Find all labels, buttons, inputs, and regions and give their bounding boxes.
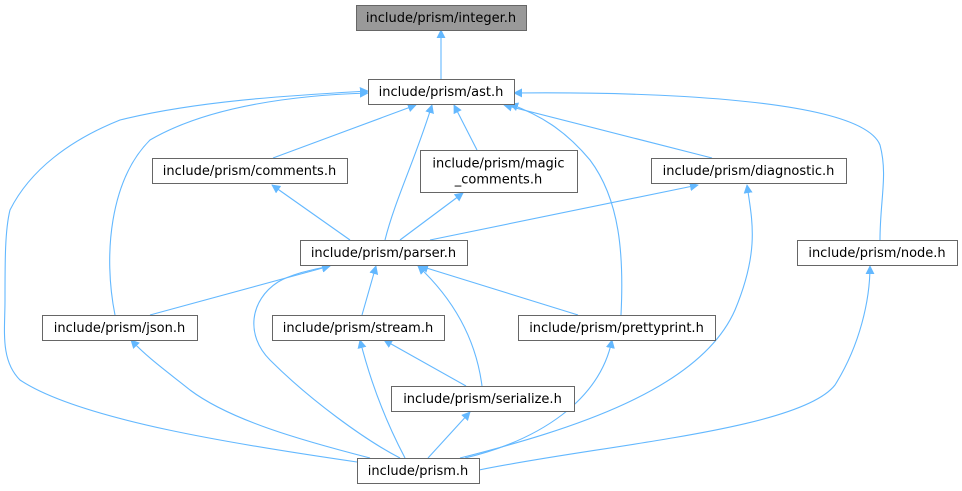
edge-json-to-parser [149,263,331,316]
edge-parser-to-magic [399,192,464,241]
nodes-layer: include/prism/integer.h include/prism/ast… [42,5,958,484]
node-box-parser [300,240,468,266]
node-label-magic-1: _comments.h [454,173,542,188]
edge-prism-to-diagnostic [459,184,753,459]
node-box-diagnostic [651,158,847,184]
node-prettyprint[interactable]: include/prism/prettyprint.h [518,315,716,341]
node-box-prism [357,458,480,484]
node-parser[interactable]: include/prism/parser.h [300,240,468,266]
node-box-node [797,240,958,266]
node-label-json: include/prism/json.h [54,321,185,336]
edge-json-to-ast [109,88,369,316]
edge-prism-to-serialize [427,411,471,459]
node-label-integer: include/prism/integer.h [366,11,516,26]
edge-prettyprint-to-parser [419,264,579,316]
node-box-stream [272,315,445,341]
node-box-comments [152,158,348,184]
node-prism[interactable]: include/prism.h [357,458,480,484]
edge-parser-to-diagnostic [429,182,699,241]
node-stream[interactable]: include/prism/stream.h [272,315,445,341]
node-label-parser: include/prism/parser.h [311,246,456,261]
edge-serialize-to-stream [383,339,467,387]
node-label-diagnostic: include/prism/diagnostic.h [663,164,835,179]
edge-magic-to-ast [453,104,478,151]
node-serialize[interactable]: include/prism/serialize.h [391,386,575,412]
node-label-ast: include/prism/ast.h [379,85,504,100]
edge-comments-to-ast [272,103,417,159]
node-label-prism: include/prism.h [368,464,469,479]
edges-layer [3,29,885,471]
edge-prism-to-ast [3,86,369,463]
node-box-magic [420,150,578,193]
edge-parser-to-ast [384,104,434,241]
node-label-serialize: include/prism/serialize.h [403,392,562,407]
edge-prettyprint-to-ast [509,102,623,316]
edge-stream-to-parser [361,265,379,316]
edge-node-to-ast [513,88,885,241]
edge-prism-to-node [478,265,875,471]
edge-diagnostic-to-ast [503,102,713,159]
edge-prism-to-parser [253,263,401,459]
node-label-prettyprint: include/prism/prettyprint.h [529,321,704,336]
node-box-ast [368,79,515,105]
node-label-magic-0: include/prism/magic [432,157,564,172]
node-box-prettyprint [518,315,716,341]
node-json[interactable]: include/prism/json.h [42,315,198,341]
edge-serialize-to-parser [417,265,483,387]
node-magic[interactable]: include/prism/magic_comments.h [420,150,578,193]
node-box-serialize [391,386,575,412]
edge-prism-to-prettyprint [464,339,615,459]
node-label-stream: include/prism/stream.h [283,321,433,336]
node-comments[interactable]: include/prism/comments.h [152,158,348,184]
edge-prism-to-stream [357,339,406,459]
edge-prism-to-json [130,339,371,459]
node-node[interactable]: include/prism/node.h [797,240,958,266]
edge-parser-to-comments [271,184,351,241]
node-integer[interactable]: include/prism/integer.h [356,5,527,31]
node-box-json [42,315,198,341]
node-diagnostic[interactable]: include/prism/diagnostic.h [651,158,847,184]
node-label-node: include/prism/node.h [808,246,945,261]
node-box-integer [356,5,527,31]
node-ast[interactable]: include/prism/ast.h [368,79,515,105]
node-label-comments: include/prism/comments.h [163,164,336,179]
